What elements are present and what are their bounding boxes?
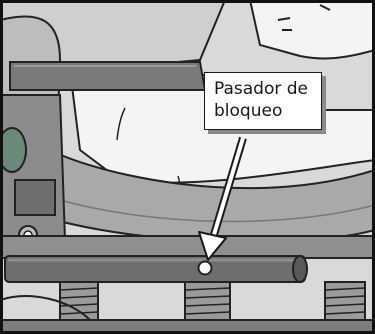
callout-box: Pasador de bloqueo — [204, 72, 322, 130]
seat-base — [0, 235, 375, 259]
armrest — [9, 61, 207, 91]
slide-rail — [4, 255, 308, 283]
pointer-arrow — [198, 136, 247, 261]
lock-pin — [197, 260, 213, 276]
lower-base — [0, 295, 375, 334]
callout-label: Pasador de bloqueo — [214, 79, 309, 121]
side-frame — [0, 94, 67, 245]
